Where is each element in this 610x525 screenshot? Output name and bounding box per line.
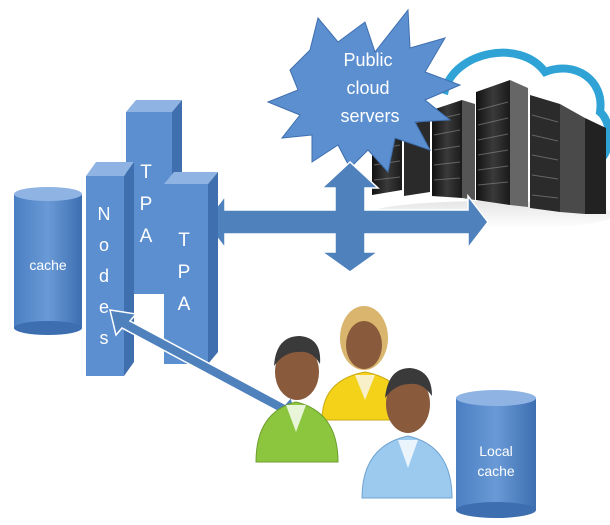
four-way-arrow	[204, 160, 489, 273]
tpa-back-letter-0: T	[140, 162, 152, 183]
cache-label: cache	[29, 257, 67, 273]
nodes-letter-2: d	[99, 266, 109, 286]
tpa-back-letter-2: A	[140, 226, 153, 247]
tpa-front-letter-0: T	[178, 230, 190, 251]
tpa-back-letter-1: P	[140, 194, 153, 215]
cache-cylinder: cache	[14, 187, 82, 335]
nodes-letter-1: o	[99, 235, 109, 255]
public-cloud-starburst: Public cloud servers	[266, 8, 462, 174]
cloud-label-line1: Public	[343, 50, 392, 70]
cloud-label-line3: servers	[340, 106, 399, 126]
person-icon	[255, 336, 339, 463]
starburst-icon	[266, 8, 462, 174]
local-cache-label-line1: Local	[479, 443, 512, 459]
tpa-block-front: T P A	[164, 172, 218, 364]
tpa-front-letter-2: A	[178, 294, 191, 315]
person-icon	[361, 368, 453, 499]
local-cache-label-line2: cache	[477, 463, 515, 479]
local-cache-cylinder: Local cache	[456, 390, 536, 518]
nodes-letter-4: s	[100, 328, 109, 348]
tpa-front-letter-1: P	[178, 262, 191, 283]
nodes-block: N o d e s	[86, 162, 134, 376]
nodes-letter-3: e	[99, 297, 109, 317]
person-icon	[321, 306, 409, 421]
nodes-letter-0: N	[98, 204, 111, 224]
cloud-label-line2: cloud	[346, 78, 389, 98]
